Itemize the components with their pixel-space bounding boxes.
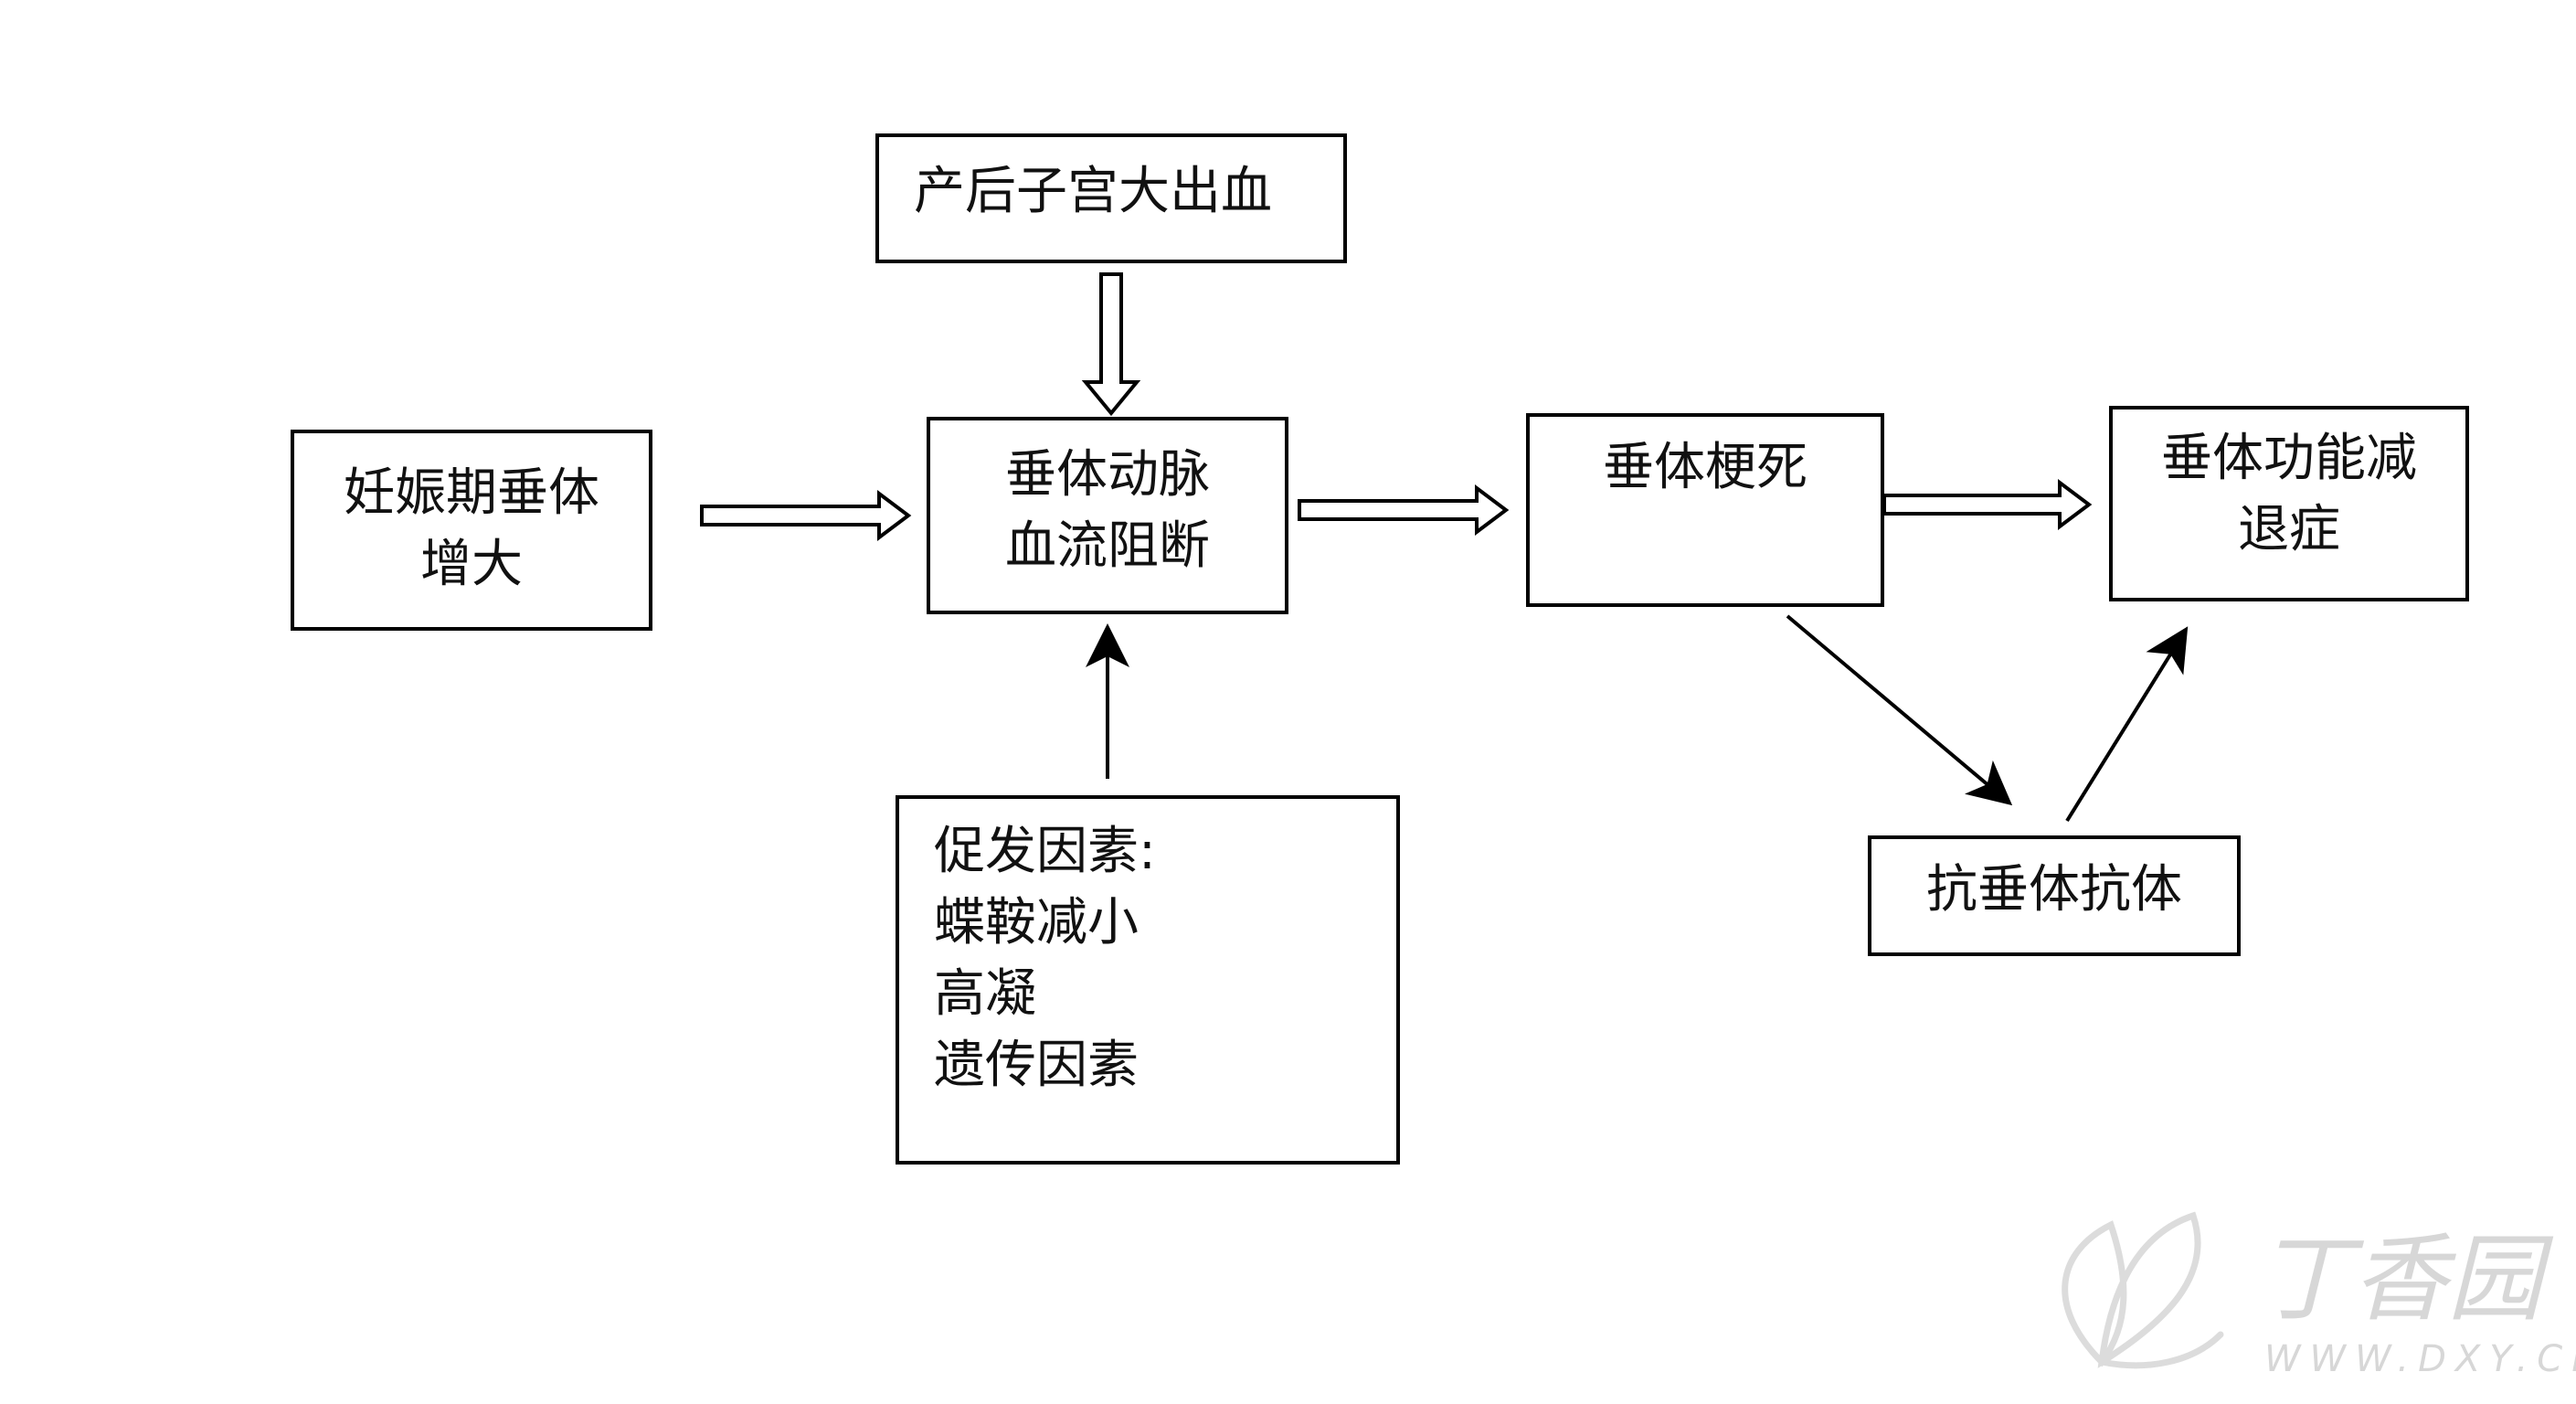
node-pregnancy-line-2: 增大 <box>420 535 523 594</box>
arrow-hemorrhage-to-blockage <box>1081 272 1141 417</box>
watermark-name: 丁香园 <box>2257 1223 2554 1335</box>
node-blockage-line-2: 血流阻断 <box>1005 516 1210 576</box>
watermark-leaf-icon <box>2062 1211 2224 1369</box>
node-pregnancy-enlargement: 妊娠期垂体 增大 <box>291 430 652 631</box>
node-factors-line-3: 高凝 <box>934 964 1036 1024</box>
node-pituitary-infarction: 垂体梗死 <box>1526 413 1884 607</box>
watermark-domain: WWW.DXY.CN <box>2264 1338 2576 1380</box>
node-pituitary-hypofunction: 垂体功能减 退症 <box>2109 406 2469 601</box>
node-anti-pituitary-antibody: 抗垂体抗体 <box>1868 835 2241 956</box>
arrow-blockage-to-infarction <box>1298 484 1510 536</box>
node-hypofunction-line-2: 退症 <box>2238 500 2340 559</box>
node-hypofunction-line-1: 垂体功能减 <box>2161 429 2417 488</box>
arrow-antibody-to-hypofunction <box>2065 626 2189 823</box>
node-postpartum-hemorrhage: 产后子宫大出血 <box>875 133 1347 263</box>
arrow-infarction-to-hypofunction <box>1882 479 2093 530</box>
arrow-infarction-to-antibody <box>1786 614 2013 806</box>
node-blockage-line-1: 垂体动脉 <box>1005 445 1210 505</box>
node-antibody-line-1: 抗垂体抗体 <box>1926 860 2182 920</box>
arrow-pregnancy-to-blockage <box>700 490 912 541</box>
node-infarction-line-1: 垂体梗死 <box>1603 438 1807 497</box>
node-hemorrhage-line-1: 产后子宫大出血 <box>914 162 1272 221</box>
node-precipitating-factors: 促发因素: 蝶鞍减小 高凝 遗传因素 <box>896 795 1400 1165</box>
node-factors-line-2: 蝶鞍减小 <box>934 893 1139 952</box>
node-factors-line-4: 遗传因素 <box>934 1036 1139 1095</box>
node-pregnancy-line-1: 妊娠期垂体 <box>344 463 599 523</box>
node-factors-line-1: 促发因素: <box>934 822 1156 881</box>
node-artery-blockage: 垂体动脉 血流阻断 <box>927 417 1288 614</box>
watermark: 丁香园 WWW.DXY.CN <box>2062 1211 2576 1380</box>
